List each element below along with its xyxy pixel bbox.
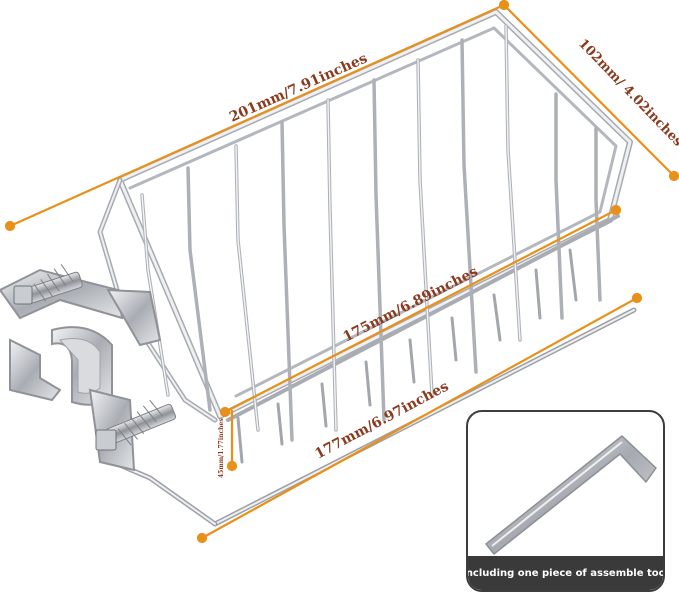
tool-inset-panel: Including one piece of assemble tool	[466, 410, 665, 592]
pipe-clamp-icon	[0, 264, 177, 472]
dim-line-front	[224, 209, 617, 413]
label-height-small: 45mm/1.77inches	[218, 418, 225, 478]
bolt-lower	[95, 399, 177, 451]
dim-line-top	[9, 3, 505, 228]
dim-line-hanger	[201, 297, 638, 539]
dim-line-side	[503, 4, 675, 177]
tool-caption: Including one piece of assemble tool	[468, 556, 663, 590]
bolt-upper	[13, 264, 83, 305]
label-length-front: 175mm/6.89inches	[341, 264, 481, 346]
dimension-lines	[4, 0, 679, 544]
wire-shower-caddy-icon	[97, 9, 633, 464]
allen-key-icon	[485, 435, 657, 555]
